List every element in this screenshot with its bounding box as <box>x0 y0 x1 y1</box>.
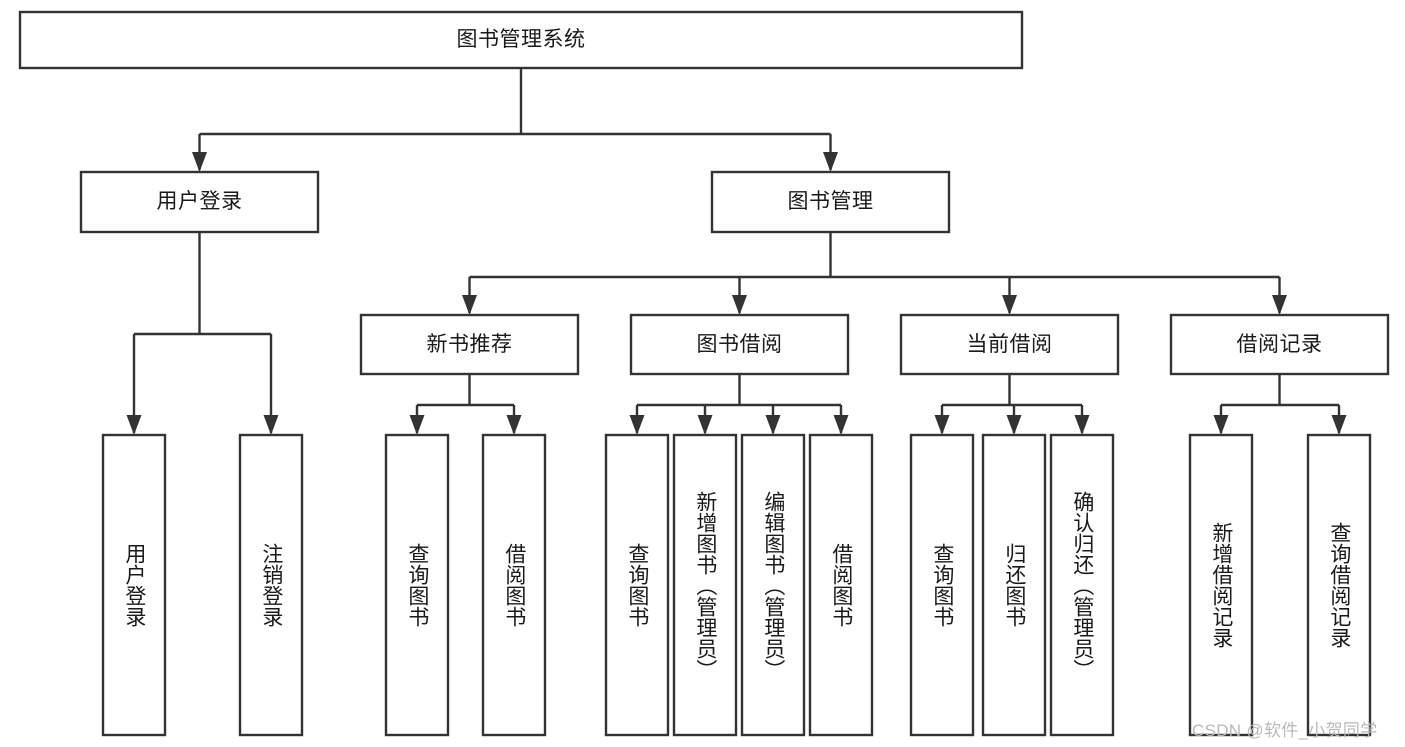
node-leaf-box <box>238 433 304 737</box>
arrow-head-icon <box>192 152 207 172</box>
node-level3-box <box>359 313 580 376</box>
node-leaf-box <box>1306 433 1372 737</box>
node-level3-box <box>629 313 850 376</box>
arrow-head-icon <box>765 415 781 435</box>
connector-layer <box>126 68 1347 435</box>
node-leaf-box <box>909 433 975 737</box>
arrow-head-icon <box>1074 415 1090 435</box>
arrow-head-icon <box>263 415 279 435</box>
node-level3-box <box>899 313 1120 376</box>
watermark: CSDN @软件_小贺同学 <box>1192 721 1378 740</box>
node-leaf-box <box>481 433 547 737</box>
node-leaf-box <box>672 433 738 737</box>
arrow-head-icon <box>462 295 477 315</box>
arrow-head-icon <box>1213 415 1229 435</box>
node-leaf-box <box>101 433 167 737</box>
arrow-head-icon <box>833 415 849 435</box>
arrow-head-icon <box>697 415 713 435</box>
arrow-head-icon <box>1002 295 1017 315</box>
arrow-head-icon <box>1272 295 1287 315</box>
arrow-head-icon <box>506 415 522 435</box>
arrow-head-icon <box>934 415 950 435</box>
box-layer <box>18 10 1390 737</box>
arrow-head-icon <box>823 152 838 172</box>
node-leaf-box <box>384 433 450 737</box>
node-leaf-box <box>981 433 1047 737</box>
arrow-head-icon <box>409 415 425 435</box>
arrow-head-icon <box>1006 415 1022 435</box>
arrow-head-icon <box>732 295 747 315</box>
node-level2-box <box>79 170 320 234</box>
arrow-head-icon <box>126 415 142 435</box>
arrow-head-icon <box>629 415 645 435</box>
node-leaf-box <box>808 433 874 737</box>
node-leaf-box <box>1188 433 1254 737</box>
node-root-box <box>18 10 1024 70</box>
node-leaf-box <box>1049 433 1115 737</box>
arrow-head-icon <box>1331 415 1347 435</box>
node-level2-box <box>710 170 951 234</box>
node-leaf-box <box>604 433 670 737</box>
node-leaf-box <box>740 433 806 737</box>
node-level3-box <box>1169 313 1390 376</box>
